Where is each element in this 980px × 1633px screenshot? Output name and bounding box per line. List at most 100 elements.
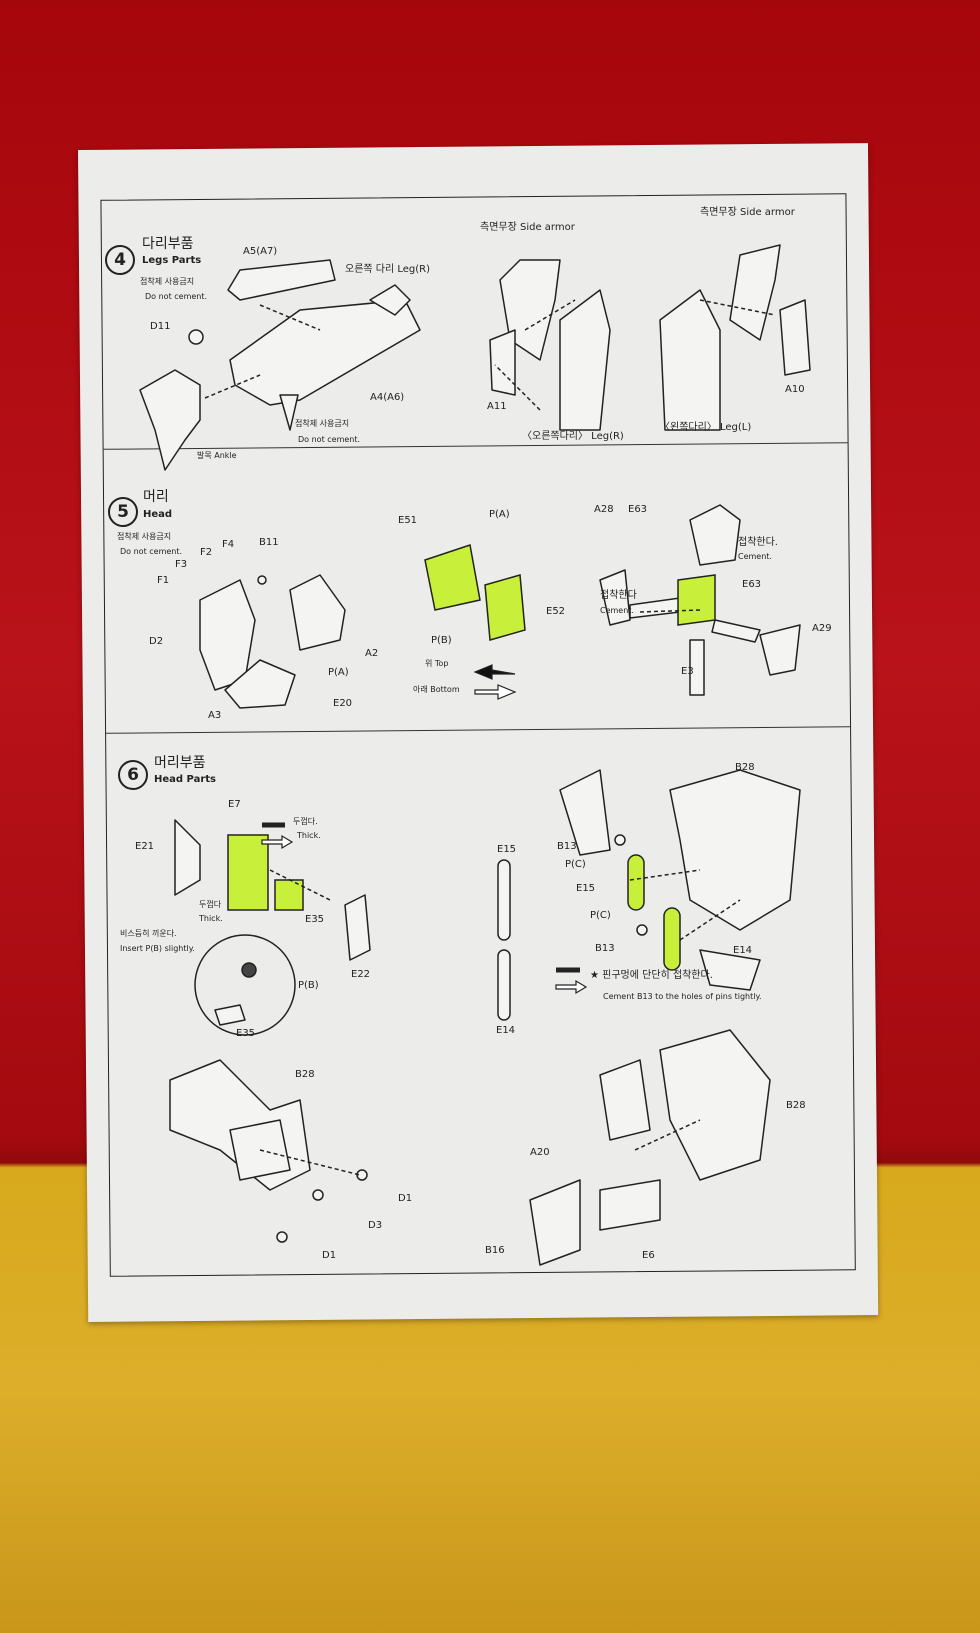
part-label: B28: [735, 762, 755, 773]
part-label: 오른쪽 다리 Leg(R): [345, 264, 431, 275]
part-label: 두껍다: [199, 900, 222, 909]
part-label: E7: [228, 799, 241, 810]
part-label: E35: [236, 1028, 256, 1039]
part-label: 발목 Ankle: [197, 451, 237, 460]
part-label: 접착제 사용금지: [295, 419, 350, 428]
part-label: Cement.: [738, 552, 772, 561]
highlight-e52: [484, 574, 526, 641]
part-label: B13: [557, 841, 577, 852]
part-label: Thick.: [297, 831, 321, 840]
part-label: 〈왼쪽다리〉 Leg(L): [660, 422, 752, 433]
step-4-title-kr: 다리부품: [142, 236, 194, 252]
part-label: 측면무장 Side armor: [480, 222, 575, 233]
part-label: 접착제 사용금지: [117, 532, 172, 541]
highlight-block: [677, 574, 716, 626]
part-label: P(B): [431, 635, 452, 646]
part-label: 접착한다: [600, 590, 637, 601]
step-number-4: 4: [105, 245, 135, 275]
part-label: Cement B13 to the holes of pins tightly.: [603, 992, 762, 1001]
part-label: A3: [208, 710, 222, 721]
highlight-e14: [663, 907, 681, 971]
part-label: F2: [200, 547, 213, 558]
step-6-title-en: Head Parts: [154, 774, 217, 785]
part-label: E14: [733, 945, 753, 956]
final-assembly-drawing: [529, 1029, 771, 1266]
step-number-6: 6: [118, 760, 148, 790]
part-label: B11: [259, 537, 279, 548]
part-label: 위 Top: [425, 659, 449, 668]
part-label: P(A): [489, 509, 510, 520]
part-label: E51: [398, 515, 418, 526]
part-label: 두껍다.: [293, 817, 318, 826]
part-label: A4(A6): [370, 392, 405, 403]
part-label: Do not cement.: [298, 435, 361, 444]
step-number-5: 5: [108, 497, 138, 527]
leg-part-drawing: [139, 259, 421, 471]
part-label: D2: [149, 636, 164, 647]
part-label: A28: [594, 504, 614, 515]
part-label: E22: [351, 969, 371, 980]
part-label: F1: [157, 575, 170, 586]
part-label: E20: [333, 698, 353, 709]
step-4-title-en: Legs Parts: [142, 255, 202, 266]
part-label: E6: [642, 1250, 655, 1261]
highlight-e15: [627, 854, 645, 911]
part-label: E3: [681, 666, 694, 677]
part-label: E15: [497, 844, 517, 855]
part-label: A10: [785, 384, 805, 395]
part-label: Thick.: [199, 914, 223, 923]
b28-bottom-drawing: [169, 1059, 368, 1243]
part-label: A2: [365, 648, 379, 659]
arm-links-drawing: [497, 834, 648, 1021]
step-5-title-en: Head: [143, 509, 173, 520]
part-label: ★ 핀구멍에 단단히 접착한다.: [590, 970, 713, 981]
part-label: Do not cement.: [120, 547, 183, 556]
part-label: 〈오른쪽다리〉 Leg(R): [522, 431, 624, 442]
highlight-e7: [227, 834, 269, 911]
part-label: E52: [546, 606, 566, 617]
part-label: 아래 Bottom: [413, 685, 460, 694]
highlight-e35: [274, 879, 304, 911]
part-label: B28: [786, 1100, 806, 1111]
part-label: E63: [628, 504, 648, 515]
part-label: E63: [742, 579, 762, 590]
direction-arrows: [261, 664, 588, 995]
part-label: F3: [175, 559, 188, 570]
part-label: D11: [150, 321, 171, 332]
part-label: D1: [322, 1250, 337, 1261]
head-drawing-right: [599, 504, 801, 696]
assembly-guide-lines: [204, 299, 776, 1176]
part-label: F4: [222, 539, 235, 550]
part-label: A20: [530, 1147, 550, 1158]
part-label: D3: [368, 1220, 383, 1231]
head-parts-drawing: [174, 819, 371, 1036]
part-label: Cement.: [600, 606, 634, 615]
part-label: Do not cement.: [145, 292, 208, 301]
part-label: 접착한다.: [738, 537, 778, 548]
part-label: B13: [595, 943, 615, 954]
part-label: B16: [485, 1245, 505, 1256]
part-label: P(B): [298, 980, 319, 991]
part-label: E35: [305, 914, 325, 925]
part-label: E21: [135, 841, 155, 852]
step-6-title-kr: 머리부품: [154, 755, 206, 771]
part-label: 접착제 사용금지: [140, 277, 195, 286]
part-label: A29: [812, 623, 832, 634]
part-label: P(A): [328, 667, 349, 678]
step-5-title-kr: 머리: [143, 489, 169, 505]
part-label: A11: [487, 401, 507, 412]
head-drawing: [199, 574, 346, 709]
part-label: D1: [398, 1193, 413, 1204]
part-label: E14: [496, 1025, 516, 1036]
highlight-e51: [424, 544, 481, 611]
head-unit-drawing: [559, 769, 801, 991]
part-label: Insert P(B) slightly.: [120, 944, 195, 953]
part-label: A5(A7): [243, 246, 278, 257]
part-label: 측면무장 Side armor: [700, 207, 795, 218]
part-label: 비스듬히 끼운다.: [120, 929, 177, 938]
part-label: P(C): [565, 859, 586, 870]
part-label: P(C): [590, 910, 611, 921]
side-armor-drawing: [489, 244, 811, 431]
part-label: E15: [576, 883, 596, 894]
